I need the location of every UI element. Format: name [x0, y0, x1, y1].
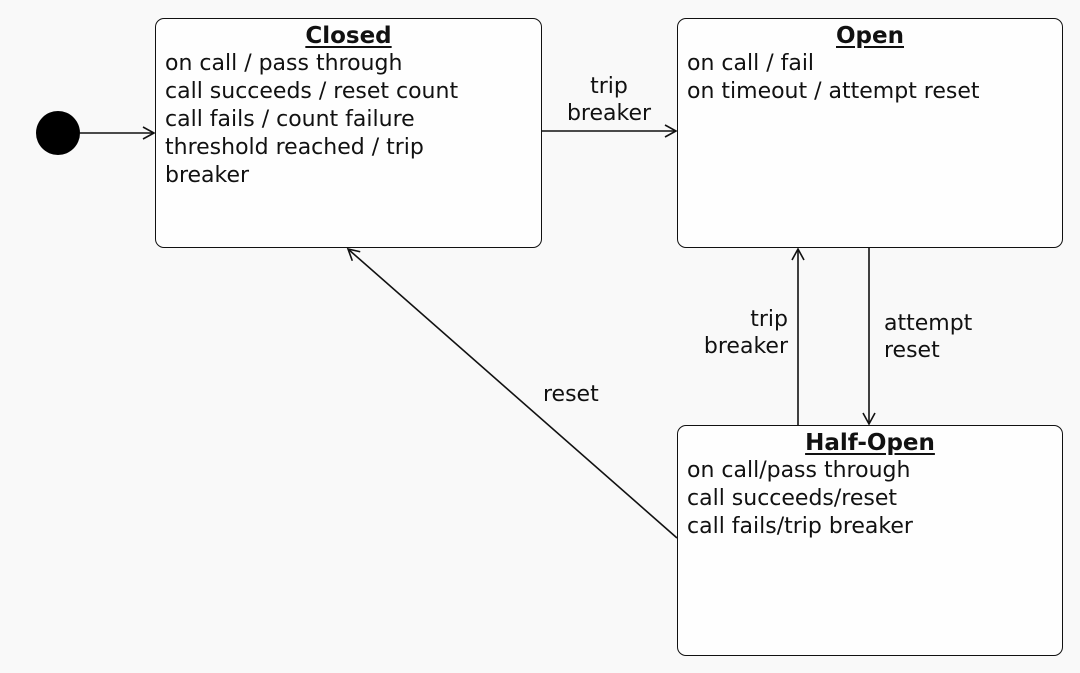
state-title-half-open: Half-Open — [805, 430, 935, 456]
label-half-open-to-open-line1: trip — [750, 307, 788, 332]
label-closed-to-open-line2: breaker — [566, 101, 652, 126]
label-half-open-to-closed: reset — [543, 381, 633, 408]
state-half-open: Half-Open on call/pass through call succ… — [677, 425, 1063, 656]
state-closed: Closed on call / pass through call succe… — [155, 18, 542, 248]
state-title-closed: Closed — [305, 23, 392, 49]
half-open-activity-3: call fails/trip breaker — [687, 514, 913, 539]
half-open-activity-1: on call/pass through — [687, 458, 911, 483]
closed-activity-2: call succeeds / reset count — [165, 79, 459, 104]
closed-activity-1: on call / pass through — [165, 51, 403, 76]
closed-activity-4: threshold reached / trip — [165, 135, 424, 160]
label-open-to-half-open-line1: attempt — [884, 311, 973, 336]
label-closed-to-open: trip breaker — [549, 73, 669, 127]
label-open-to-half-open: attempt reset — [884, 310, 1014, 364]
state-open: Open on call / fail on timeout / attempt… — [677, 18, 1063, 248]
label-half-open-to-closed-line1: reset — [543, 382, 599, 407]
closed-activity-3: call fails / count failure — [165, 107, 415, 132]
label-closed-to-open-line1: trip — [590, 74, 628, 99]
closed-activity-5: breaker — [165, 163, 250, 188]
half-open-to-closed-arrow — [346, 247, 678, 539]
label-half-open-to-open-line2: breaker — [703, 334, 788, 359]
half-open-activity-2: call succeeds/reset — [687, 486, 898, 511]
open-activity-2: on timeout / attempt reset — [687, 79, 980, 104]
label-open-to-half-open-line2: reset — [884, 338, 940, 363]
initial-state-dot — [36, 111, 80, 155]
label-half-open-to-open: trip breaker — [660, 306, 788, 360]
open-activity-1: on call / fail — [687, 51, 815, 76]
state-title-open: Open — [836, 23, 904, 49]
